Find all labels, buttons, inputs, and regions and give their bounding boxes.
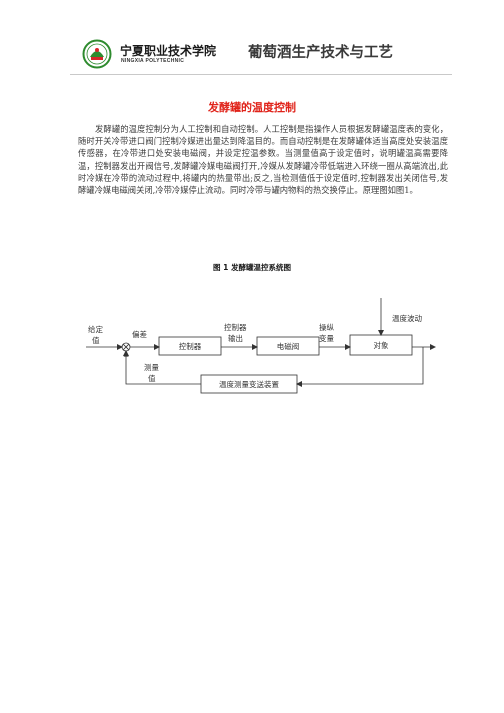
school-logo-icon — [82, 39, 112, 69]
setpoint-label-line1: 给定 — [88, 324, 103, 334]
course-title: 葡萄酒生产技术与工艺 — [248, 45, 393, 61]
manipulated-variable-label-line2: 变量 — [319, 333, 334, 343]
school-name: 宁夏职业技术学院 — [120, 44, 217, 58]
disturbance-label: 温度波动 — [392, 313, 422, 323]
controller-block-label: 控制器 — [179, 341, 202, 351]
measured-value-label-line2: 值 — [148, 373, 156, 383]
controller-output-label-line2: 输出 — [228, 333, 243, 343]
controller-output-label-line1: 控制器 — [224, 322, 247, 332]
school-name-english: NINGXIA POLYTECHNIC — [121, 58, 185, 64]
setpoint-label-line2: 值 — [92, 335, 100, 345]
article-title: 发酵罐的温度控制 — [208, 101, 296, 114]
page-header: 宁夏职业技术学院 NINGXIA POLYTECHNIC 葡萄酒生产技术与工艺 — [70, 30, 450, 75]
feedback-to-transmitter-line — [296, 347, 424, 387]
figure-caption: 图 1 发酵罐温控系统图 — [213, 263, 291, 272]
control-system-diagram: 给定 值 偏差 − 控制器 输出 操纵 变量 温度波动 测量 值 控制器 电磁阀… — [86, 298, 436, 394]
deviation-label: 偏差 — [132, 329, 147, 339]
measured-value-label-line1: 测量 — [144, 363, 159, 372]
header-divider — [70, 74, 452, 75]
feedback-to-junction-line — [123, 350, 201, 385]
object-block-label: 对象 — [374, 340, 389, 350]
manipulated-variable-label-line1: 操纵 — [319, 322, 334, 332]
transmitter-block-label: 温度测量变送装置 — [219, 379, 279, 389]
solenoid-valve-block-label: 电磁阀 — [277, 341, 300, 351]
summing-junction — [121, 342, 131, 352]
article-paragraph: 发酵罐的温度控制分为人工控制和自动控制。人工控制是指操作人员根据发酵罐温度表的变… — [78, 124, 448, 196]
